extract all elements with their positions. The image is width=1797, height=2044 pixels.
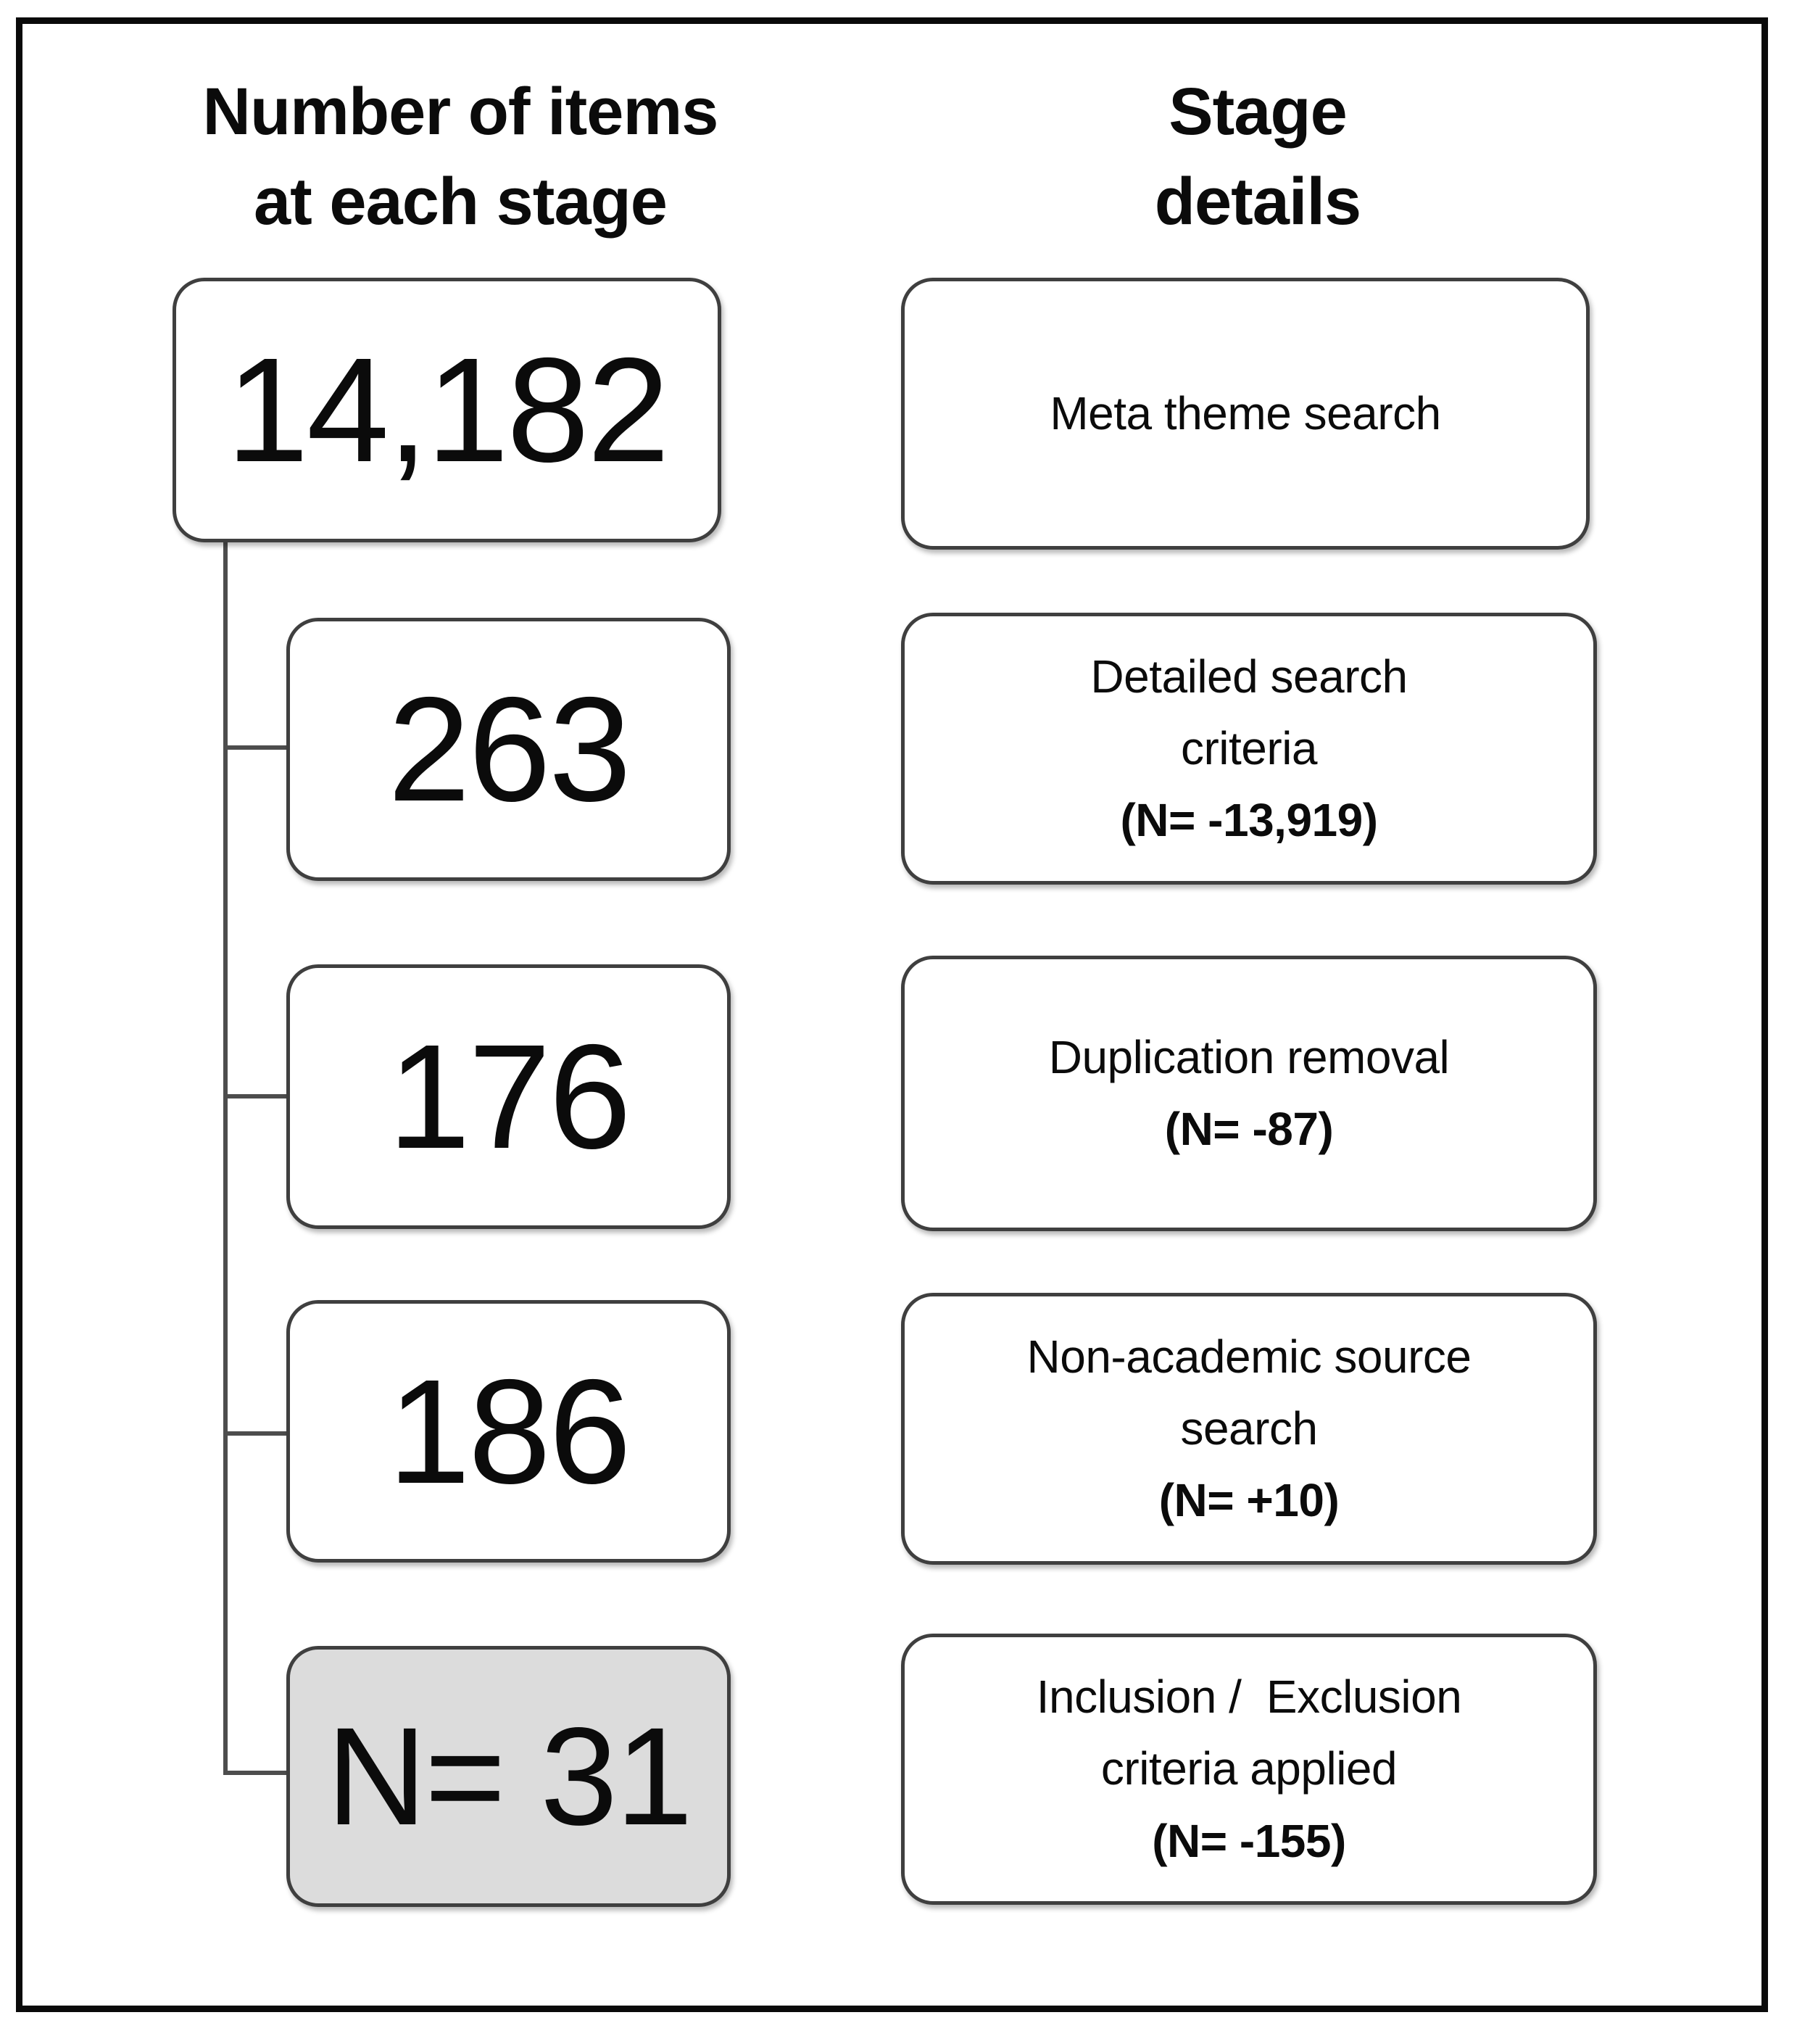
count-value: 186 — [387, 1348, 631, 1515]
n-change-label: (N= -13,919) — [1120, 794, 1378, 847]
count-value: N= 31 — [326, 1698, 693, 1854]
left-header-line2: at each stage — [254, 165, 668, 239]
stage-box-2: Detailed search criteria (N= -13,919) — [901, 613, 1597, 885]
stage-label: Duplication removal — [1048, 1030, 1450, 1083]
count-box-stage3: 176 — [286, 964, 731, 1229]
stage-label: Meta theme search — [1050, 386, 1441, 439]
connector-stub-row3 — [223, 1094, 289, 1098]
left-header-line1: Number of items — [202, 75, 719, 149]
count-value: 176 — [387, 1014, 631, 1180]
count-box-final: N= 31 — [286, 1646, 731, 1907]
stage-label: Inclusion / Exclusion — [1036, 1671, 1462, 1724]
right-column-header: Stage details — [968, 67, 1548, 247]
stage-label: Detailed search — [1090, 650, 1408, 703]
connector-stub-row4 — [223, 1431, 289, 1436]
connector-stub-row5 — [223, 1771, 289, 1775]
count-box-stage4: 186 — [286, 1300, 731, 1563]
stage-box-3: Duplication removal (N= -87) — [901, 956, 1597, 1231]
stage-label: Non-academic source — [1026, 1330, 1472, 1383]
n-change-label: (N= -87) — [1164, 1103, 1334, 1155]
count-box-stage2: 263 — [286, 618, 731, 881]
right-header-line1: Stage — [1169, 75, 1348, 149]
count-box-stage1: 14,182 — [173, 278, 721, 542]
count-value: 14,182 — [225, 327, 670, 493]
stage-box-4: Non-academic source search (N= +10) — [901, 1293, 1597, 1565]
n-change-label: (N= +10) — [1158, 1474, 1340, 1527]
stage-box-1: Meta theme search — [901, 278, 1590, 550]
connector-stem — [223, 542, 228, 1775]
connector-stub-row2 — [223, 745, 289, 750]
n-change-label: (N= -155) — [1152, 1814, 1346, 1867]
stage-label-line2: search — [1180, 1402, 1318, 1455]
stage-label-line2: criteria — [1180, 721, 1318, 774]
left-column-header: Number of items at each stage — [134, 67, 787, 247]
stage-box-5: Inclusion / Exclusion criteria applied (… — [901, 1634, 1597, 1905]
stage-label-line2: criteria applied — [1100, 1742, 1398, 1795]
right-header-line2: details — [1154, 165, 1361, 239]
count-value: 263 — [387, 666, 631, 832]
